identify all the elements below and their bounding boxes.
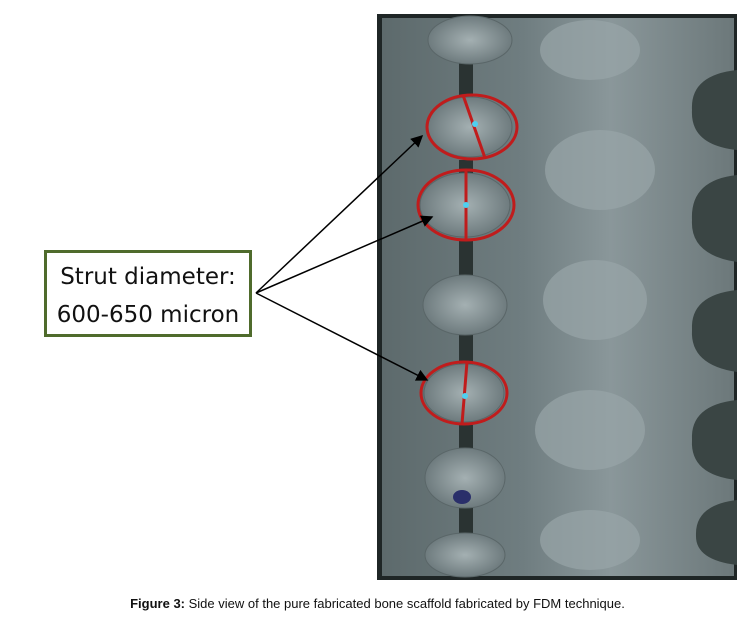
caption-label: Figure 3: [130,596,186,611]
measurement-circle-3 [419,360,509,426]
arrow-2 [255,215,434,294]
scaffold-photo [377,14,737,580]
arrow-1 [255,134,424,294]
strut-diameter-label: Strut diameter: 600-650 micron [44,250,252,337]
measurement-circle-1 [425,93,519,161]
caption-text: Side view of the pure fabricated bone sc… [185,596,625,611]
pointer-arrows [255,134,434,381]
label-line-2: 600-650 micron [56,302,240,328]
figure-caption: Figure 3: Side view of the pure fabricat… [0,596,755,611]
label-line-1: Strut diameter: [60,264,236,290]
arrow-3 [255,292,429,381]
